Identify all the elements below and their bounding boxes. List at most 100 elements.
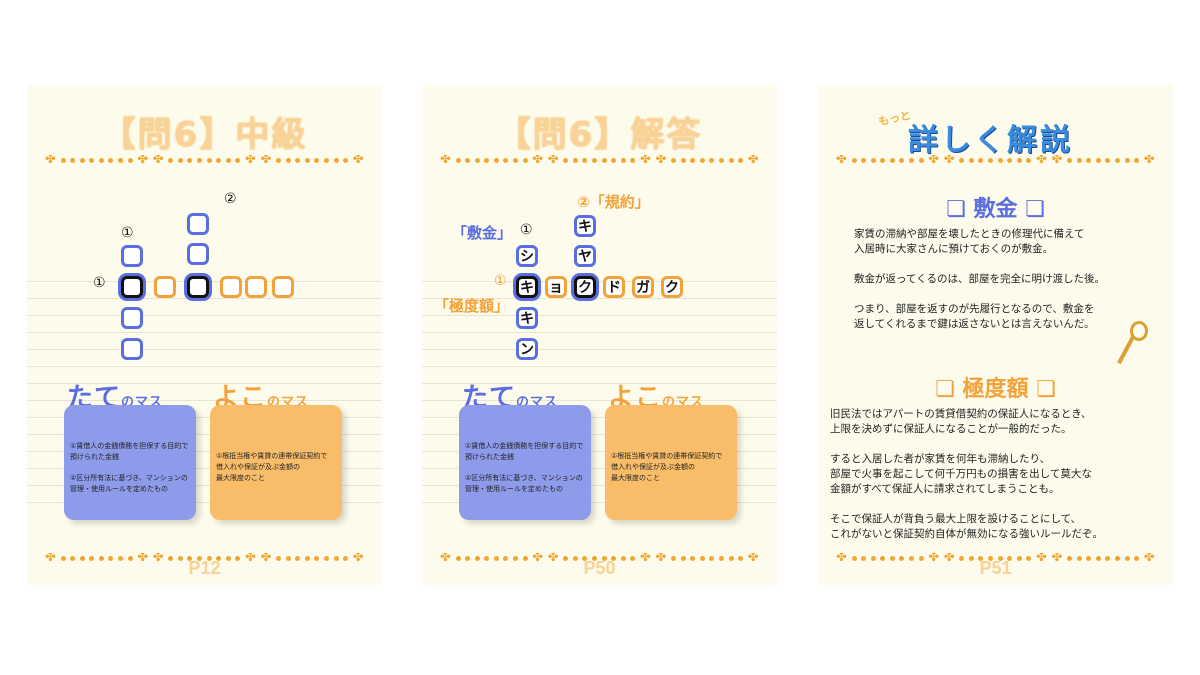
yoko-card: ①根抵当権や賃貸の連帯保証契約で 借入れや保証が及ぶ金額の 最大限度のこと [210,405,342,520]
dot-ornament [285,555,291,561]
grid-cell[interactable]: ク [661,276,683,298]
grid-cell[interactable]: キ [516,307,538,329]
dot-ornament [503,157,509,163]
grid-cell[interactable] [121,276,143,298]
grid-cell[interactable] [121,307,143,329]
grid-cell[interactable] [187,213,209,235]
grid-cell[interactable]: キ [516,276,538,298]
dot-ornament [997,157,1003,163]
dot-ornament [690,555,696,561]
dot-ornament [978,555,984,561]
answer-label-kiyaku: ②「規約」 [577,193,650,211]
grid-cell[interactable] [220,276,242,298]
key-icon [1130,321,1148,341]
clover-ornament: ✤ [532,553,544,563]
dot-ornament [484,157,490,163]
dot-ornament [225,555,231,561]
page-p51: もっと 詳しく解説 ✤✤✤✤✤✤ ❏ 敷金 ❏ 家賃の滞納や部屋を壊したときの修… [818,85,1173,585]
dot-ornament [959,157,965,163]
dot-ornament [918,157,924,163]
dot-ornament [60,555,66,561]
clover-ornament: ✤ [152,155,164,165]
dot-ornament [108,157,114,163]
clover-ornament: ✤ [655,553,667,563]
dot-divider: ✤✤✤✤✤✤ [440,553,759,563]
dot-ornament [333,555,339,561]
dot-ornament [630,555,636,561]
clover-ornament: ✤ [1036,155,1047,165]
dot-ornament [709,157,715,163]
dot-ornament [1076,555,1082,561]
dot-ornament [699,555,705,561]
clover-ornament: ✤ [836,155,847,165]
dot-ornament [611,555,617,561]
clover-ornament: ✤ [1143,553,1155,563]
dot-ornament [620,157,626,163]
grid-cell[interactable]: ク [574,276,596,298]
grid-cell[interactable]: ガ [632,276,654,298]
dot-ornament [870,555,876,561]
answer-label-kyokudogaku: 「極度額」 [434,297,510,315]
grid-cell[interactable] [187,243,209,265]
dot-ornament [630,157,636,163]
page-number: P12 [188,558,221,578]
dot-ornament [563,157,569,163]
clover-ornament: ✤ [547,155,559,165]
dot-divider: ✤✤✤✤✤✤ [45,553,364,563]
grid-cell[interactable] [187,276,209,298]
page-p12: 【問6】中級 ✤✤✤✤✤✤ ② ① ① たてのマス ①賃借人の金銭債務を担保する… [27,85,382,585]
dot-ornament [285,157,291,163]
tate-card: ①賃借人の金銭債務を担保する目的で 預けられた金銭 ②区分所有法に基づき、マンシ… [64,405,196,520]
dot-ornament [880,157,886,163]
grid-cell[interactable] [121,245,143,267]
dot-ornament [728,555,734,561]
clover-ornament: ✤ [260,155,272,165]
clover-ornament: ✤ [1051,553,1063,563]
dot-ornament [343,157,349,163]
dot-ornament [1016,555,1022,561]
clover-ornament: ✤ [152,553,164,563]
clue-number-2: ② [224,191,237,207]
dot-ornament [522,555,528,561]
clover-ornament: ✤ [943,553,955,563]
dot-ornament [1095,555,1101,561]
grid-cell[interactable] [245,276,267,298]
dot-ornament [235,555,241,561]
dot-ornament [909,157,915,163]
grid-cell[interactable] [154,276,176,298]
grid-cell[interactable]: ョ [545,276,567,298]
dot-ornament [1086,157,1092,163]
grid-cell[interactable]: キ [574,215,596,237]
clover-ornament: ✤ [532,155,544,165]
dot-ornament [314,157,320,163]
dot-ornament [601,157,607,163]
clover-ornament: ✤ [547,553,559,563]
grid-cell[interactable]: ヤ [574,245,596,267]
page-title: 【問6】中級 [101,115,308,155]
dot-ornament [718,555,724,561]
dot-ornament [304,157,310,163]
grid-cell[interactable]: ン [516,338,538,360]
dot-ornament [572,555,578,561]
dot-ornament [680,157,686,163]
grid-cell[interactable]: シ [516,245,538,267]
dot-ornament [690,157,696,163]
dot-ornament [118,555,124,561]
grid-cell[interactable] [272,276,294,298]
motto-label: もっと [877,108,913,129]
dot-ornament [1016,157,1022,163]
dot-ornament [455,157,461,163]
grid-cell[interactable] [121,338,143,360]
dot-ornament [1095,157,1101,163]
dot-ornament [323,157,329,163]
clue-number-1-across: ① [494,273,507,289]
page-title: 【問6】解答 [496,115,703,155]
dot-ornament [1067,555,1072,561]
grid-cell[interactable]: ド [603,276,625,298]
dot-ornament [197,555,203,561]
section-heading-kyokudogaku: ❏ 極度額 ❏ [935,377,1056,402]
dot-divider: ✤✤✤✤✤✤ [836,155,1155,165]
dot-ornament [206,555,212,561]
dot-ornament [870,157,876,163]
dot-ornament [455,555,461,561]
